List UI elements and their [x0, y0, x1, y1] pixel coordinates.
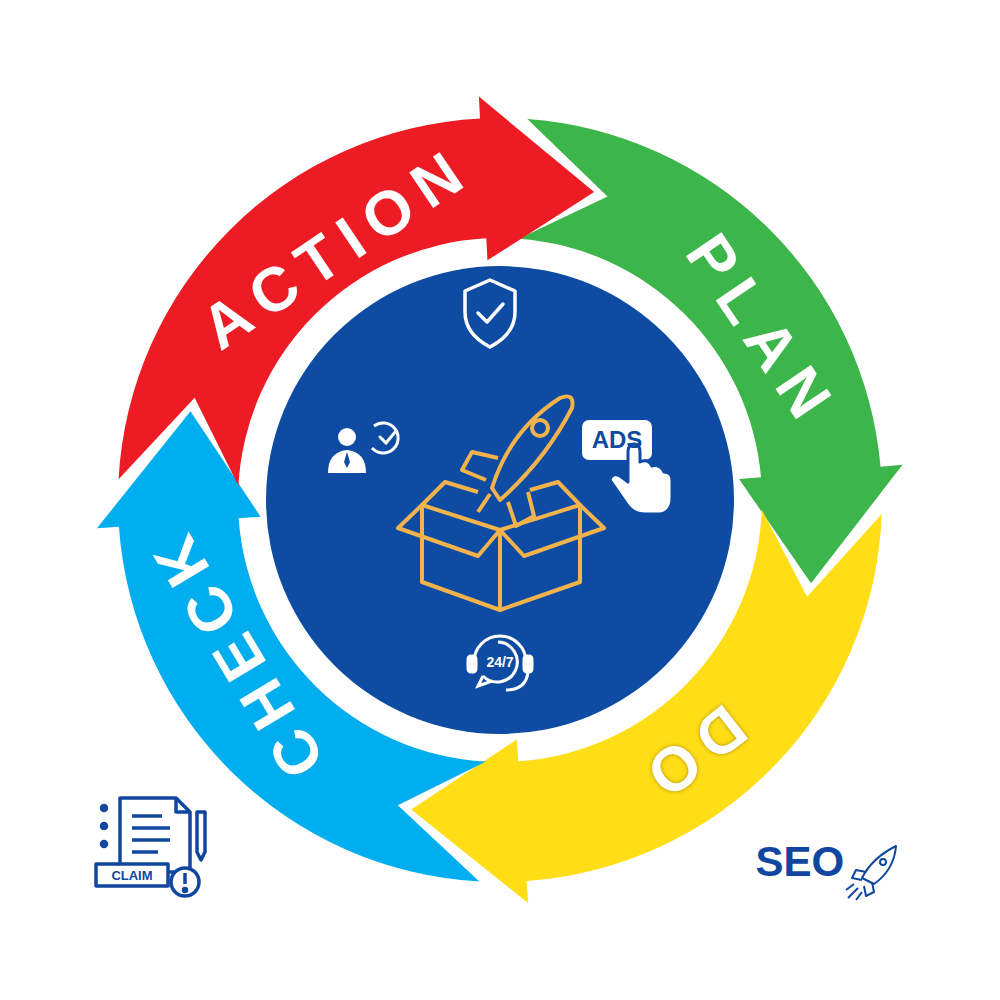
- person-check-icon: [328, 423, 398, 473]
- button-label: ADS: [592, 428, 643, 452]
- support-icon: [468, 636, 532, 690]
- band-label: CHECK: [137, 515, 341, 798]
- arrow-band-outline: [97, 411, 486, 881]
- ads-click-icon: [582, 420, 672, 514]
- arrow-band-outline: [519, 119, 903, 583]
- support-label: 24/7: [486, 655, 513, 669]
- seo-rocket-icon: [846, 846, 896, 900]
- seo-label: SEO: [756, 841, 845, 883]
- rocket-box-icon: [398, 396, 604, 610]
- center-circle: [266, 266, 734, 734]
- shield-icon: [465, 280, 515, 347]
- band-label: ACTION: [181, 135, 482, 366]
- claim-label: CLAIM: [111, 869, 152, 882]
- arrow-band-outline: [411, 510, 882, 903]
- arrow-band-outline: [119, 97, 595, 486]
- band-label: DO: [626, 687, 766, 815]
- band-label: PLAN: [669, 214, 848, 438]
- claim-icon: [96, 798, 205, 896]
